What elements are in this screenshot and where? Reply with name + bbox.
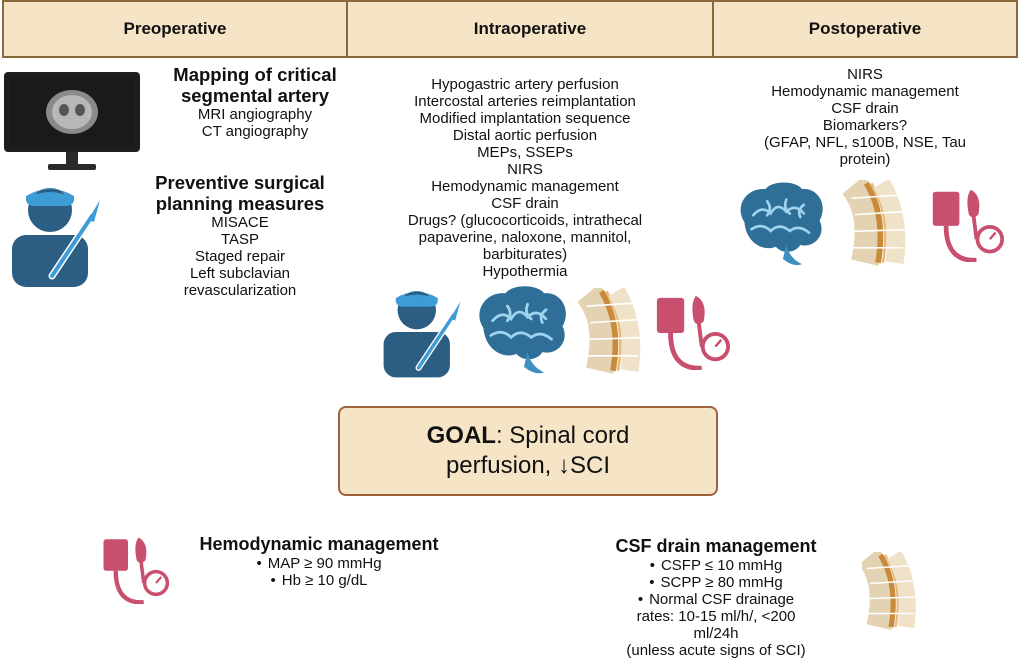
blood-pressure-icon <box>100 534 170 604</box>
header-intraoperative: Intraoperative <box>348 2 714 56</box>
intra-item: Hypogastric artery perfusion <box>431 76 619 93</box>
mapping-title-line2: segmental artery <box>180 85 330 106</box>
intra-item: Drugs? (glucocorticoids, intrathecal <box>407 212 643 229</box>
postoperative-list: NIRS Hemodynamic management CSF drain Bi… <box>730 66 1000 168</box>
intra-item: NIRS <box>507 161 543 178</box>
mapping-item: CT angiography <box>201 123 309 140</box>
mapping-block: Mapping of critical segmental artery MRI… <box>130 64 380 140</box>
phase-header: Preoperative Intraoperative Postoperativ… <box>2 0 1018 58</box>
post-item: (GFAP, NFL, s100B, NSE, Tau <box>763 134 967 151</box>
mapping-item: MRI angiography <box>197 106 313 123</box>
goal-text-line2: perfusion, ↓SCI <box>445 452 611 479</box>
post-item: Hemodynamic management <box>771 83 959 100</box>
csf-block: CSF drain management CSFP ≤ 10 mmHg SCPP… <box>590 536 842 659</box>
planning-list: MISACE TASP Staged repair Left subclavia… <box>120 214 360 299</box>
intra-item: Modified implantation sequence <box>419 110 631 127</box>
post-item: CSF drain <box>831 100 899 117</box>
hemodynamic-item: MAP ≥ 90 mmHg <box>176 555 462 572</box>
header-preoperative: Preoperative <box>4 2 348 56</box>
csf-list: CSFP ≤ 10 mmHg SCPP ≥ 80 mmHg Normal CSF… <box>590 557 842 608</box>
spine-icon <box>862 552 920 630</box>
intra-item: Hemodynamic management <box>431 178 619 195</box>
csf-item-continued: (unless acute signs of SCI) <box>626 642 806 659</box>
intra-item: Intercostal arteries reimplantation <box>414 93 636 110</box>
goal-line1: GOAL: Spinal cord <box>427 421 630 451</box>
post-item: NIRS <box>847 66 883 83</box>
planning-item: revascularization <box>183 282 297 299</box>
post-item: protein) <box>839 151 891 168</box>
hemodynamic-title: Hemodynamic management <box>199 534 439 554</box>
post-item: Biomarkers? <box>822 117 908 134</box>
planning-item: Left subclavian <box>189 265 291 282</box>
goal-text-line1: : Spinal cord <box>495 422 630 449</box>
csf-item: Normal CSF drainage <box>590 591 842 608</box>
spine-icon <box>578 288 648 374</box>
hemodynamic-item: Hb ≥ 10 g/dL <box>176 572 462 589</box>
brain-icon <box>478 284 568 375</box>
intra-item: CSF drain <box>491 195 559 212</box>
intra-item: MEPs, SSEPs <box>477 144 573 161</box>
hemodynamic-block: Hemodynamic management MAP ≥ 90 mmHg Hb … <box>176 534 462 589</box>
goal-box: GOAL: Spinal cord perfusion, ↓SCI <box>338 406 718 496</box>
blood-pressure-icon <box>928 186 1006 262</box>
header-postoperative: Postoperative <box>808 19 922 38</box>
mri-monitor-icon <box>4 72 140 170</box>
intra-item: barbiturates) <box>482 246 568 263</box>
intra-item: Distal aortic perfusion <box>452 127 598 144</box>
csf-title: CSF drain management <box>615 536 817 556</box>
planning-item: MISACE <box>211 214 269 231</box>
csf-item-continued: rates: 10-15 ml/h/, <200 <box>636 608 796 625</box>
brain-icon <box>739 181 825 267</box>
mapping-title-line1: Mapping of critical <box>173 64 337 85</box>
goal-label: GOAL <box>426 422 496 449</box>
planning-item: TASP <box>220 231 260 248</box>
planning-item: Staged repair <box>194 248 286 265</box>
postoperative-block: NIRS Hemodynamic management CSF drain Bi… <box>730 66 1000 168</box>
hemodynamic-list: MAP ≥ 90 mmHg Hb ≥ 10 g/dL <box>176 555 462 589</box>
intra-item: papaverine, naloxone, mannitol, <box>418 229 632 246</box>
planning-title-line2: planning measures <box>155 193 325 214</box>
planning-block: Preventive surgical planning measures MI… <box>120 172 360 299</box>
intraoperative-list: Hypogastric artery perfusion Intercostal… <box>360 76 690 280</box>
surgeon-icon <box>10 180 102 290</box>
mapping-list: MRI angiography CT angiography <box>130 106 380 140</box>
intra-item: Hypothermia <box>482 263 568 280</box>
blood-pressure-icon <box>652 292 732 370</box>
csf-item-continued: ml/24h <box>693 625 739 642</box>
csf-item: SCPP ≥ 80 mmHg <box>590 574 842 591</box>
csf-item: CSFP ≤ 10 mmHg <box>590 557 842 574</box>
spine-icon <box>842 180 914 266</box>
intraoperative-block: Hypogastric artery perfusion Intercostal… <box>360 76 690 280</box>
surgeon-icon <box>376 284 468 380</box>
planning-title-line1: Preventive surgical <box>155 172 325 193</box>
